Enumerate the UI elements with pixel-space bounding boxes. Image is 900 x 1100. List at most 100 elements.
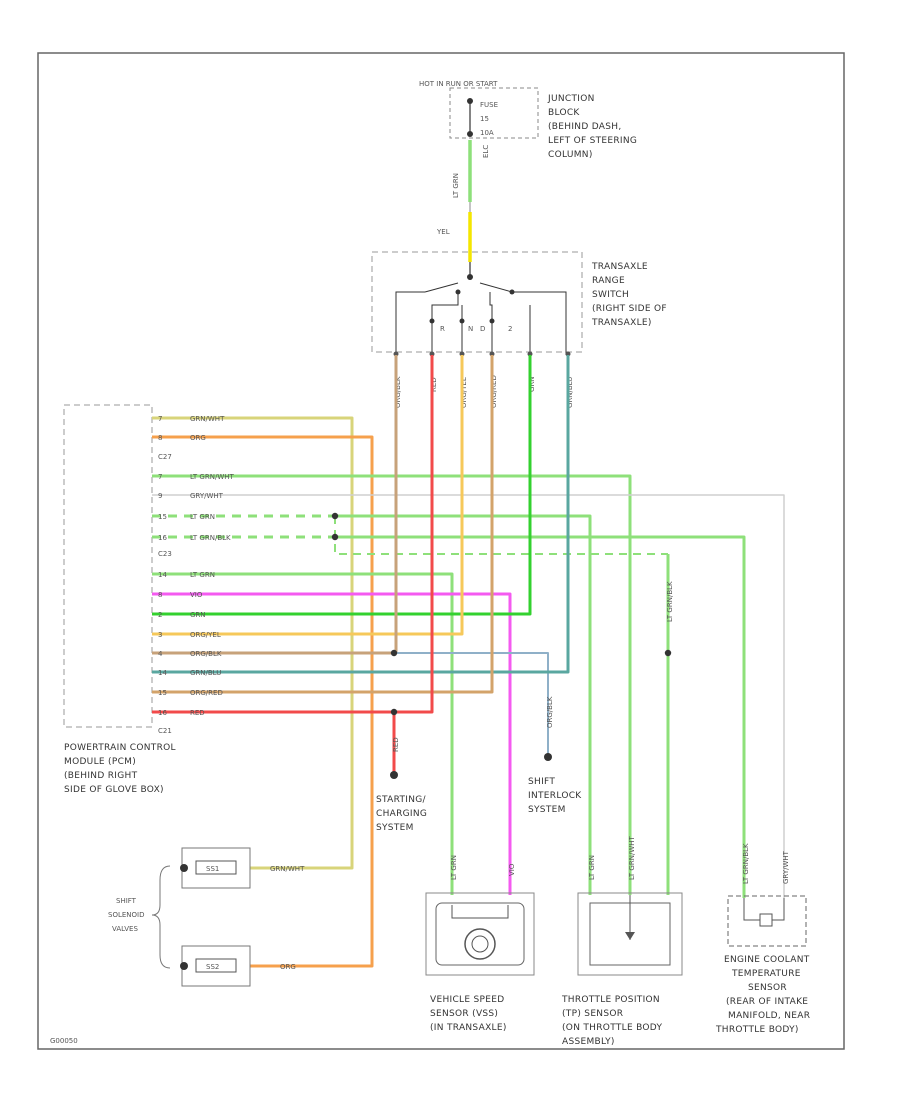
transaxle-range-switch: R N D 2 TRANSAXLE RANGE SWITCH (RIGHT SI… bbox=[371, 251, 667, 357]
splice-dot-org-blk bbox=[390, 649, 398, 657]
vss-label-1: SENSOR (VSS) bbox=[430, 1009, 498, 1019]
ect-label-2: SENSOR bbox=[748, 983, 787, 993]
pcm-pin-0: 7 bbox=[158, 415, 162, 423]
wire-org-red bbox=[152, 355, 494, 694]
pcm-pin-12: 15 bbox=[158, 689, 167, 697]
splice-label-lt-grn-blk: LT GRN/BLK bbox=[666, 581, 674, 622]
vss-gear-hub bbox=[471, 935, 489, 953]
pcm-pin-wire-8: GRN bbox=[190, 611, 206, 619]
solenoid-label-1: SOLENOID bbox=[108, 911, 144, 919]
fuse-code: ELC bbox=[482, 145, 490, 158]
range-switch-title-3: (RIGHT SIDE OF bbox=[592, 304, 667, 314]
solenoid-ss1-name: SS1 bbox=[206, 865, 219, 873]
solenoid-ss2-name: SS2 bbox=[206, 963, 219, 971]
interlock-terminal bbox=[544, 753, 552, 761]
range-contact-r: R bbox=[440, 325, 445, 333]
vss-internal-loop bbox=[451, 905, 509, 919]
ect-label-0: ENGINE COOLANT bbox=[724, 955, 810, 965]
range-switch-outline bbox=[371, 251, 583, 353]
solenoid-brace bbox=[151, 865, 171, 969]
pcm-pin-wire-12: ORG/RED bbox=[190, 689, 223, 697]
engine-coolant-temperature-sensor: LT GRN/BLK GRY/WHT ENGINE COOLANT TEMPER… bbox=[715, 843, 810, 1035]
vss-outer bbox=[425, 892, 535, 976]
range-wire-label-org-red: ORG/RED bbox=[490, 375, 498, 408]
pcm-pin-wire-9: ORG/YEL bbox=[190, 631, 221, 639]
pcm-connector-c23: C23 bbox=[158, 550, 172, 558]
pcm-pin-4: 15 bbox=[158, 513, 167, 521]
tps-wiper-arrow bbox=[625, 932, 635, 940]
pcm-pin-wire-7: VIO bbox=[190, 591, 203, 599]
range-wire-label-org-yel: ORG/YEL bbox=[460, 377, 468, 408]
junction-block-location-1: BLOCK bbox=[548, 108, 580, 118]
pcm-pin-10: 4 bbox=[158, 650, 163, 658]
vehicle-speed-sensor: LT GRN VIO VEHICLE SPEED SENSOR (VSS) (I… bbox=[425, 855, 535, 1033]
vss-label-2: (IN TRANSAXLE) bbox=[430, 1023, 507, 1033]
wire-org bbox=[152, 435, 374, 968]
interlock-system-label-0: SHIFT bbox=[528, 777, 555, 787]
interlock-system-label-2: SYSTEM bbox=[528, 805, 566, 815]
pcm-pin-9: 3 bbox=[158, 631, 162, 639]
vss-wire-label-0: LT GRN bbox=[450, 855, 458, 880]
range-switch-title-4: TRANSAXLE) bbox=[591, 318, 652, 328]
tps-label-3: ASSEMBLY) bbox=[562, 1037, 615, 1047]
wire-vio bbox=[152, 592, 512, 895]
pcm-label-1: MODULE (PCM) bbox=[64, 757, 136, 767]
pcm-connector-c21: C21 bbox=[158, 727, 172, 735]
tps-outer bbox=[577, 892, 683, 976]
pcm-connector-c27: C27 bbox=[158, 453, 172, 461]
wire-grn bbox=[152, 355, 532, 616]
throttle-position-sensor: LT GRN LT GRN/WHT THROTTLE POSITION (TP)… bbox=[561, 835, 683, 1047]
range-switch-r-path bbox=[431, 292, 459, 355]
splice-label-red: RED bbox=[392, 737, 400, 752]
diagram-frame bbox=[37, 52, 845, 1050]
solenoid-ss1-coil bbox=[195, 860, 237, 875]
tps-wire-label-0: LT GRN bbox=[588, 855, 596, 880]
range-wire-label-grn: GRN bbox=[528, 376, 536, 392]
solenoid-ss2-ground bbox=[180, 962, 188, 970]
hot-in-run-label: HOT IN RUN OR START bbox=[419, 80, 498, 88]
wire-lt-grn-15 bbox=[335, 514, 592, 895]
wire-lt-grn-wht bbox=[152, 474, 632, 895]
range-contact-n: N bbox=[468, 325, 473, 333]
solenoid-ss2-coil bbox=[195, 958, 237, 973]
wire-grn-blu bbox=[152, 355, 570, 674]
pcm-pin-11: 14 bbox=[158, 669, 167, 677]
pcm-pin-8: 2 bbox=[158, 611, 162, 619]
tps-label-2: (ON THROTTLE BODY bbox=[562, 1023, 663, 1033]
tps-label-1: (TP) SENSOR bbox=[562, 1009, 623, 1019]
ect-label-5: THROTTLE BODY) bbox=[715, 1025, 799, 1035]
wire-org-yel bbox=[152, 355, 464, 636]
ect-wire-label-1: GRY/WHT bbox=[782, 850, 790, 884]
pcm-pin-2: 7 bbox=[158, 473, 162, 481]
vss-wire-label-1: VIO bbox=[508, 863, 516, 876]
range-wire-label-red: RED bbox=[430, 377, 438, 392]
wire-lt-grn-blk bbox=[335, 535, 746, 898]
pcm-pin-wire-2: LT GRN/WHT bbox=[190, 473, 235, 481]
pcm-pin-1: 8 bbox=[158, 434, 162, 442]
range-contact-n-dot bbox=[459, 318, 465, 324]
range-contact-d-dot bbox=[489, 318, 495, 324]
range-switch-right-bus bbox=[512, 291, 567, 355]
splice-dot-lt-grn-tps bbox=[664, 649, 672, 657]
wire-label-yel: YEL bbox=[436, 228, 450, 236]
starting-system-label-2: SYSTEM bbox=[376, 823, 414, 833]
range-switch-d-path bbox=[489, 292, 493, 355]
range-switch-blade-left bbox=[424, 282, 459, 293]
ect-wire-label-0: LT GRN/BLK bbox=[742, 843, 750, 884]
solenoid-label-2: VALVES bbox=[112, 925, 138, 933]
wiring-harness bbox=[152, 355, 785, 968]
wire-lt-grn-14 bbox=[152, 572, 454, 895]
splice-dot-lt-grn-blk bbox=[331, 533, 339, 541]
wire-label-lt-grn: LT GRN bbox=[452, 173, 460, 198]
splice-dot-lt-grn bbox=[331, 512, 339, 520]
tps-wire-label-1: LT GRN/WHT bbox=[628, 835, 636, 880]
junction-block-location-2: (BEHIND DASH, bbox=[548, 122, 622, 132]
solenoid-label-0: SHIFT bbox=[116, 897, 137, 905]
pcm-pin-wire-11: GRN/BLU bbox=[190, 669, 221, 677]
wire-grn-wht bbox=[152, 416, 354, 870]
starting-system-label-1: CHARGING bbox=[376, 809, 427, 819]
pcm-pin-6: 14 bbox=[158, 571, 167, 579]
fuse-number: 15 bbox=[480, 115, 489, 123]
pcm-pin-wire-5: LT GRN/BLK bbox=[190, 534, 231, 542]
